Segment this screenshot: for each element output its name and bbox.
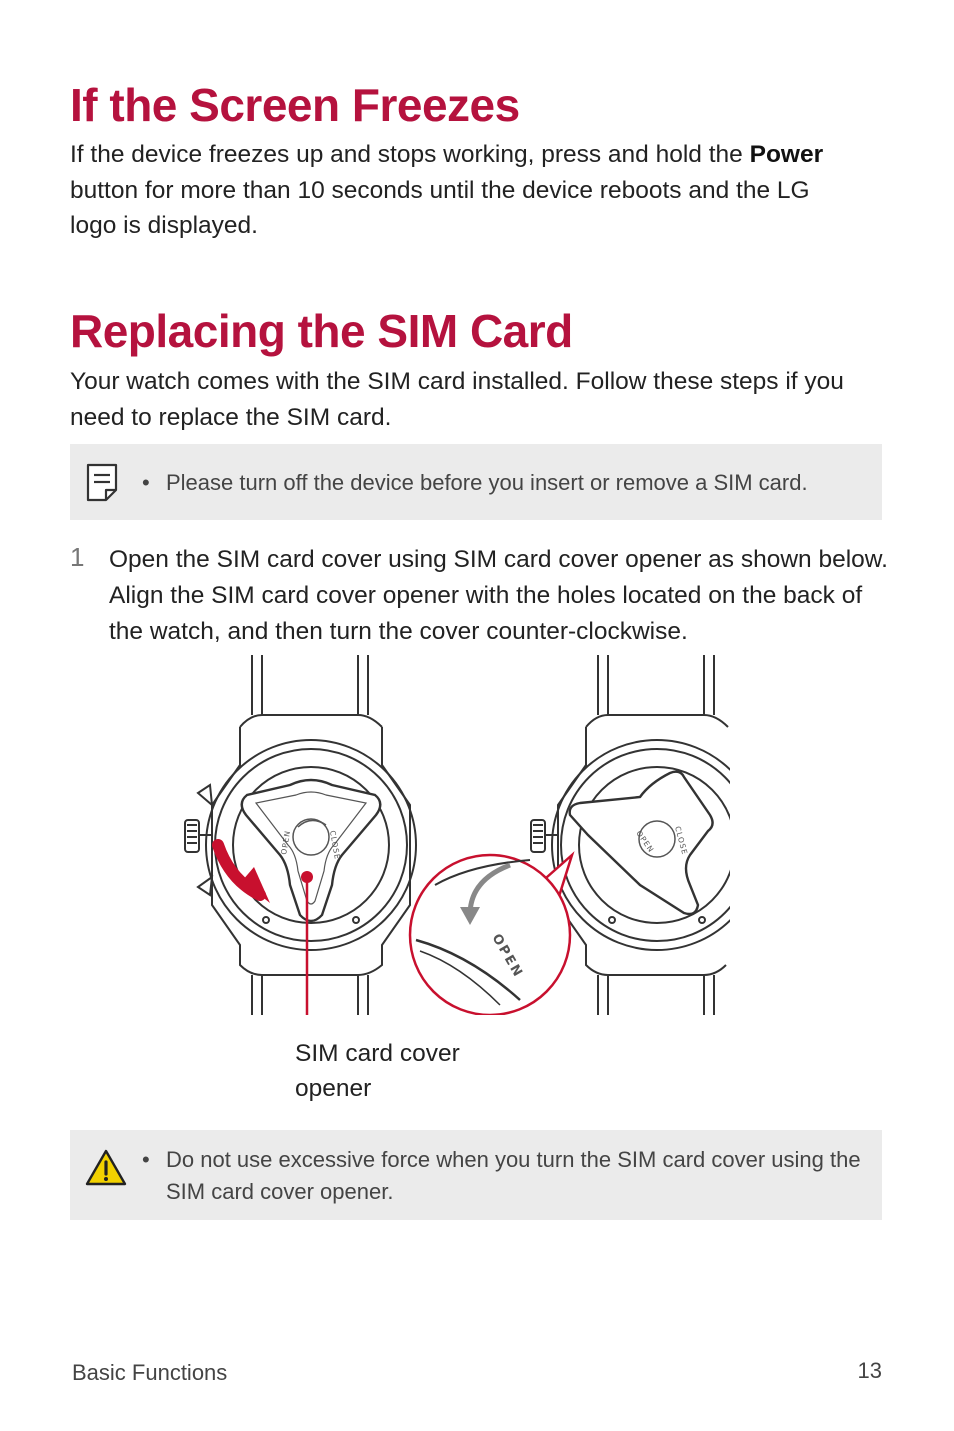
warning-icon	[84, 1148, 128, 1193]
caution-bullet: •	[142, 1147, 150, 1172]
step-text: Open the SIM card cover using SIM card c…	[109, 546, 888, 645]
step-number: 1	[70, 542, 85, 572]
caution-box: • Do not use excessive force when you tu…	[70, 1130, 882, 1220]
paragraph-text: If the device freezes up and stops worki…	[70, 141, 750, 168]
caution-text: Do not use excessive force when you turn…	[166, 1147, 861, 1204]
power-key-label: Power	[749, 141, 824, 168]
section-title-screen-freezes: If the Screen Freezes	[70, 79, 520, 131]
left-watch-illustration	[184, 655, 417, 1015]
page-number: 13	[857, 1358, 882, 1383]
note-box: • Please turn off the device before you …	[70, 444, 882, 520]
screen-freezes-paragraph: If the device freezes up and stops worki…	[70, 137, 860, 244]
sim-cover-illustration: OPEN CLOSE OPEN CLOSE OPEN	[170, 655, 763, 1030]
sim-cover-opener-callout: SIM card cover opener	[295, 1040, 460, 1102]
note-icon	[84, 462, 120, 507]
replacing-sim-paragraph: Your watch comes with the SIM card insta…	[70, 368, 844, 431]
zoom-callout	[408, 851, 575, 1017]
footer-section-name: Basic Functions	[72, 1360, 228, 1385]
section-title-replacing-sim: Replacing the SIM Card	[70, 305, 573, 357]
note-bullet: •	[142, 470, 150, 495]
left-open-label: OPEN	[279, 829, 292, 855]
right-watch-illustration	[530, 655, 763, 1015]
paragraph-text: button for more than 10 seconds until th…	[70, 176, 810, 240]
note-text: Please turn off the device before you in…	[166, 470, 808, 495]
